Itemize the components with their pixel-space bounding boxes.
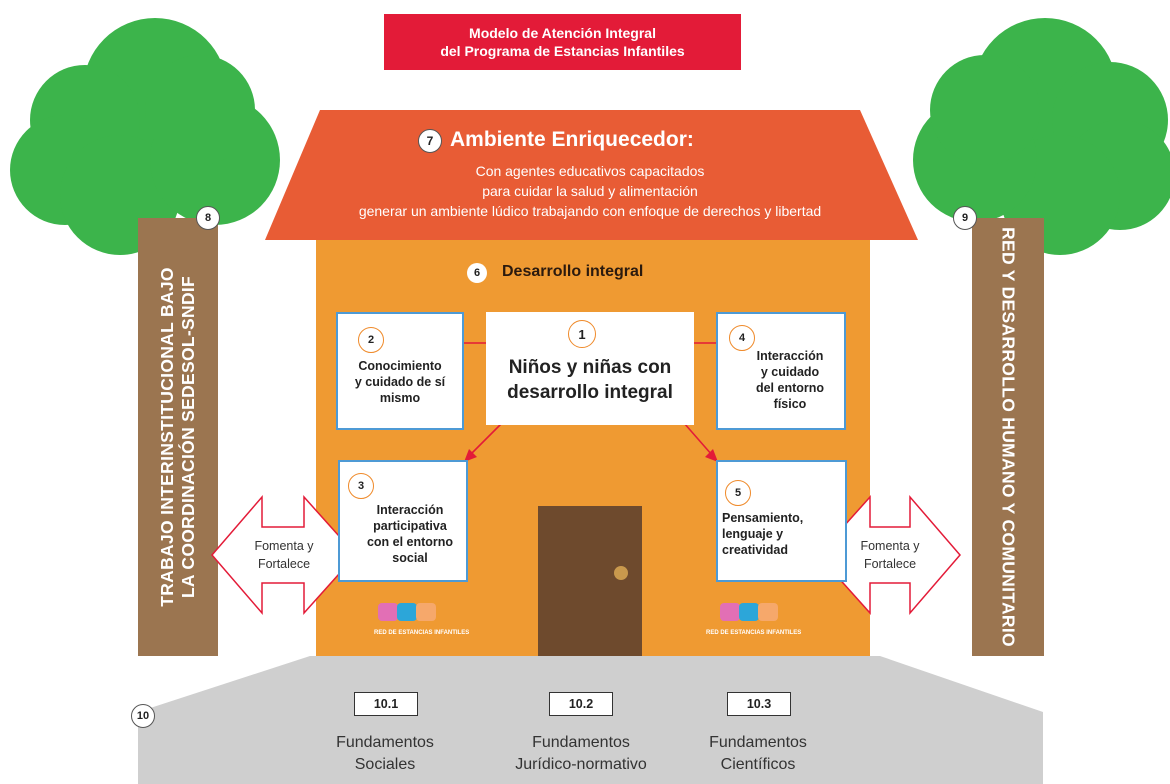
window-5-line-1: Pensamiento,: [722, 511, 804, 525]
window-3-line-2: participativa: [373, 519, 447, 533]
left-trunk-line-2: LA COORDINACIÓN SEDESOL-SNDIF: [178, 275, 198, 599]
badge-1: 1: [568, 320, 596, 348]
window-5-text: Pensamiento, lenguaje y creatividad: [722, 510, 822, 558]
left-trunk-line-1: TRABAJO INTERINSTITUCIONAL BAJO: [157, 267, 177, 607]
foundation-3-line-1: Fundamentos: [709, 734, 807, 751]
door-knob: [614, 566, 628, 580]
badge-5: 5: [725, 480, 751, 506]
right-double-arrow: [816, 494, 961, 616]
left-trunk: [138, 218, 218, 656]
badge-8: 8: [196, 206, 220, 230]
right-arrow-line-2: Fortalece: [863, 557, 917, 571]
right-trunk-text: RED Y DESARROLLO HUMANO Y COMUNITARIO: [998, 227, 1019, 647]
right-tree-canopy: [913, 18, 1170, 255]
foundation-2-line-2: Jurídico-normativo: [515, 756, 647, 773]
window-4-line-3: del entorno: [755, 381, 825, 395]
window-4-line-1: Interacción: [756, 349, 824, 363]
house-door: [538, 506, 642, 656]
roof-line-2: para cuidar la salud y alimentación: [482, 183, 698, 199]
right-trunk: [972, 218, 1044, 656]
center-text: Niños y niñas con desarrollo integral: [486, 355, 694, 405]
window-2: [336, 312, 464, 430]
logo-cubes-right: [720, 603, 778, 621]
badge-3: 3: [348, 473, 374, 499]
window-3-line-3: con el entorno: [366, 535, 454, 549]
window-5-line-2: lenguaje y: [722, 527, 784, 541]
foundation-text-10-1: Fundamentos Sociales: [300, 732, 470, 776]
window-4-line-4: físico: [773, 397, 807, 411]
badge-10: 10: [131, 704, 155, 728]
foundation-text-10-3: Fundamentos Científicos: [673, 732, 843, 776]
window-3-text: Interacción participativa con el entorno…: [355, 502, 465, 566]
roof-line-1: Con agentes educativos capacitados: [475, 163, 705, 179]
title-line-2: del Programa de Estancias Infantiles: [440, 43, 685, 59]
window-4-line-2: y cuidado: [760, 365, 820, 379]
foundation-2-line-1: Fundamentos: [532, 734, 630, 751]
title-banner: Modelo de Atención Integral del Programa…: [384, 14, 741, 70]
window-2-line-1: Conocimiento: [358, 359, 442, 373]
badge-2: 2: [358, 327, 384, 353]
badge-7: 7: [418, 129, 442, 153]
ground-platform: [138, 656, 1043, 784]
foundation-text-10-2: Fundamentos Jurídico-normativo: [496, 732, 666, 776]
logo-text-right: RED DE ESTANCIAS INFANTILES: [706, 630, 802, 636]
window-2-line-3: mismo: [379, 391, 421, 405]
foundation-label-10-1: 10.1: [354, 692, 418, 716]
left-tree-canopy: [10, 18, 280, 255]
window-3-line-1: Interacción: [376, 503, 444, 517]
foundation-3-line-2: Científicos: [720, 756, 796, 773]
roof-line-3: generar un ambiente lúdico trabajando co…: [358, 203, 822, 219]
window-2-text: Conocimiento y cuidado de sí mismo: [338, 358, 462, 406]
development-title: Desarrollo integral: [502, 263, 644, 280]
right-trunk-line-1: RED Y DESARROLLO HUMANO Y COMUNITARIO: [998, 227, 1019, 647]
window-5-line-3: creatividad: [722, 543, 789, 557]
title-line-1: Modelo de Atención Integral: [469, 25, 656, 41]
right-arrow-line-1: Fomenta y: [860, 539, 920, 553]
logo-cubes-left: [378, 603, 436, 621]
window-4-text: Interacción y cuidado del entorno físico: [735, 348, 845, 412]
left-arrow-line-2: Fortalece: [257, 557, 311, 571]
right-arrow-text: Fomenta y Fortalece: [845, 537, 935, 573]
badge-6: 6: [467, 263, 487, 283]
roof-description: Con agentes educativos capacitados para …: [330, 161, 850, 221]
center-line-2: desarrollo integral: [507, 382, 673, 403]
foundation-1-line-1: Fundamentos: [336, 734, 434, 751]
roof-title: Ambiente Enriquecedor:: [450, 128, 694, 151]
badge-9: 9: [953, 206, 977, 230]
foundation-1-line-2: Sociales: [354, 756, 416, 773]
center-line-1: Niños y niñas con: [508, 357, 672, 378]
foundation-label-10-3: 10.3: [727, 692, 791, 716]
window-3-line-4: social: [392, 551, 428, 565]
logo-text-left: RED DE ESTANCIAS INFANTILES: [374, 630, 470, 636]
left-trunk-text: TRABAJO INTERINSTITUCIONAL BAJO LA COORD…: [157, 267, 199, 607]
foundation-label-10-2: 10.2: [549, 692, 613, 716]
left-arrow-text: Fomenta y Fortalece: [239, 537, 329, 573]
window-2-line-2: y cuidado de sí: [354, 375, 446, 389]
left-arrow-line-1: Fomenta y: [254, 539, 314, 553]
badge-4: 4: [729, 325, 755, 351]
